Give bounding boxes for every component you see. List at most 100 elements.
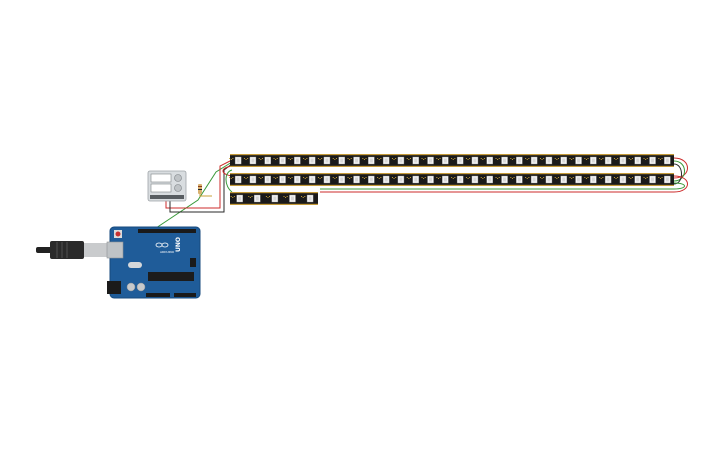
led-pad — [261, 177, 263, 178]
led-pad — [423, 178, 425, 179]
loop-wire-red-1[interactable] — [673, 157, 688, 179]
led-pad — [421, 158, 423, 159]
led-pad — [391, 158, 393, 159]
resistor[interactable] — [198, 184, 202, 194]
led-pad — [273, 177, 275, 178]
led-pad — [334, 178, 336, 179]
led-pad — [233, 196, 235, 197]
led-pad — [451, 158, 453, 159]
power-header[interactable] — [146, 293, 170, 297]
led-pad — [291, 158, 293, 159]
led-pad — [286, 196, 288, 197]
led-pad — [511, 159, 513, 160]
led-pad — [661, 158, 663, 159]
led-pad — [467, 159, 469, 160]
led-strip-edge — [230, 184, 674, 186]
led-strip-3[interactable] — [230, 192, 318, 205]
led-pad — [245, 178, 247, 179]
power-wire[interactable] — [165, 159, 233, 209]
led-pad — [469, 177, 471, 178]
led-pad — [269, 196, 271, 197]
led-pad — [306, 158, 308, 159]
led-pad — [482, 159, 484, 160]
led-pixel-core — [384, 177, 388, 182]
led-pad — [615, 159, 617, 160]
led-pad — [599, 177, 601, 178]
analog-header[interactable] — [174, 293, 196, 297]
led-pad — [525, 177, 527, 178]
led-pad — [230, 178, 232, 179]
led-pad — [321, 158, 323, 159]
left-loop-red[interactable] — [222, 165, 233, 177]
led-pad — [275, 178, 277, 179]
atmega-chip — [148, 272, 194, 281]
led-pad — [526, 178, 528, 179]
power-module[interactable] — [147, 170, 187, 202]
led-pad — [437, 159, 439, 160]
led-pixel-core — [384, 158, 388, 163]
data-wire[interactable] — [149, 161, 233, 233]
led-pixel-core — [665, 177, 669, 182]
arduino-board[interactable]: ARDUINO UNO — [106, 226, 201, 299]
usb-plug-ridge — [61, 242, 63, 258]
loop-wire-green-1[interactable] — [673, 160, 685, 182]
led-pad — [332, 177, 334, 178]
resistor-band — [198, 189, 202, 190]
led-pad — [377, 177, 379, 178]
led-pad — [319, 178, 321, 179]
led-pad — [539, 158, 541, 159]
ground-wire[interactable] — [169, 163, 233, 213]
led-pad — [539, 177, 541, 178]
led-pad — [454, 177, 456, 178]
led-pad — [631, 177, 633, 178]
led-pad — [363, 159, 365, 160]
led-pad — [556, 178, 558, 179]
led-pad — [554, 177, 556, 178]
led-pad — [273, 158, 275, 159]
led-pixel-core — [443, 158, 447, 163]
led-pad — [243, 158, 245, 159]
led-pad — [587, 158, 589, 159]
led-pad — [587, 177, 589, 178]
led-pixel-core — [651, 158, 655, 163]
led-strip-2[interactable] — [229, 173, 674, 186]
led-pad — [347, 158, 349, 159]
led-pad — [319, 159, 321, 160]
return-wire-green[interactable] — [320, 182, 685, 190]
reset-button-cap — [115, 231, 121, 237]
led-pixel-core — [606, 177, 610, 182]
led-pixel-core — [310, 177, 314, 182]
led-pad — [526, 159, 528, 160]
usb-plug-ridge — [66, 242, 68, 258]
led-pad — [483, 177, 485, 178]
led-pixel-core — [295, 158, 299, 163]
led-pad — [572, 177, 574, 178]
icsp-header — [190, 258, 196, 267]
dc-jack — [107, 281, 121, 294]
usb-cable[interactable] — [36, 241, 112, 259]
led-pad — [569, 158, 571, 159]
return-wire-red[interactable] — [320, 175, 688, 193]
power-module-knob[interactable] — [174, 184, 182, 192]
led-pixel-core — [591, 177, 595, 182]
led-pad — [350, 158, 352, 159]
digital-header[interactable] — [138, 229, 196, 233]
led-pad — [646, 158, 648, 159]
led-pad — [395, 177, 397, 178]
power-module-knob[interactable] — [174, 174, 182, 182]
led-pad — [480, 158, 482, 159]
left-loop-green[interactable] — [225, 169, 233, 193]
led-pad — [393, 159, 395, 160]
led-pad — [628, 177, 630, 178]
led-pad — [498, 158, 500, 159]
usb-jack — [106, 241, 124, 259]
led-pad — [306, 177, 308, 178]
led-pad — [378, 178, 380, 179]
led-strip-1[interactable] — [229, 154, 674, 167]
led-pad — [584, 177, 586, 178]
led-pad — [424, 177, 426, 178]
led-pixel-core — [473, 177, 477, 182]
led-pad — [543, 177, 545, 178]
led-pad — [409, 158, 411, 159]
led-pad — [362, 158, 364, 159]
